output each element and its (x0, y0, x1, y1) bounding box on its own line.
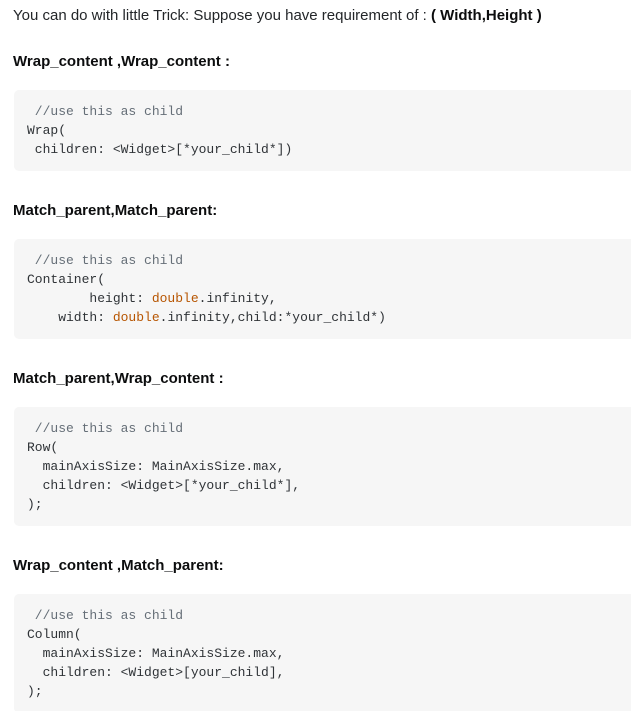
code-content: //use this as child Row( mainAxisSize: M… (27, 421, 300, 512)
section-heading: Match_parent,Wrap_content : (13, 370, 224, 387)
code-comment: //use this as child (27, 253, 184, 268)
code-text: ); (27, 497, 43, 512)
code-block: //use this as child Wrap( children: <Wid… (14, 90, 631, 171)
code-content: //use this as child Wrap( children: <Wid… (27, 104, 292, 157)
code-text: children: <Widget>[your_child], (27, 665, 285, 680)
code-text: children: <Widget>[*your_child*]) (27, 142, 293, 157)
code-text: .infinity, (198, 291, 277, 306)
code-text: height: (27, 291, 152, 306)
code-comment: //use this as child (27, 421, 184, 436)
code-text: Column( (27, 627, 82, 642)
sections-container: Wrap_content ,Wrap_content : //use this … (0, 51, 631, 711)
code-block: //use this as child Container( height: d… (14, 239, 631, 339)
code-content: //use this as child Container( height: d… (27, 253, 386, 325)
code-block: //use this as child Column( mainAxisSize… (14, 594, 631, 711)
code-text: ); (27, 684, 43, 699)
code-keyword: double (151, 291, 199, 306)
intro-text: You can do with little Trick: Suppose yo… (13, 7, 432, 24)
code-text: Container( (27, 272, 106, 287)
code-content: //use this as child Column( mainAxisSize… (27, 608, 284, 699)
code-text: width: (27, 310, 113, 325)
code-block: //use this as child Row( mainAxisSize: M… (14, 407, 631, 526)
code-keyword: double (112, 310, 160, 325)
code-text: children: <Widget>[*your_child*], (27, 478, 301, 493)
section-heading: Match_parent,Match_parent: (13, 202, 218, 219)
code-text: mainAxisSize: MainAxisSize.max, (27, 459, 285, 474)
code-text: Wrap( (27, 123, 67, 138)
section-heading: Wrap_content ,Wrap_content : (13, 53, 230, 70)
intro-bold-requirement: ( Width,Height ) (431, 7, 542, 24)
code-comment: //use this as child (27, 608, 184, 623)
code-comment: //use this as child (27, 104, 184, 119)
intro-paragraph: You can do with little Trick: Suppose yo… (13, 5, 621, 27)
section-heading: Wrap_content ,Match_parent: (13, 557, 224, 574)
code-text: Row( (27, 440, 59, 455)
code-text: .infinity,child:*your_child*) (159, 310, 386, 325)
code-text: mainAxisSize: MainAxisSize.max, (27, 646, 285, 661)
